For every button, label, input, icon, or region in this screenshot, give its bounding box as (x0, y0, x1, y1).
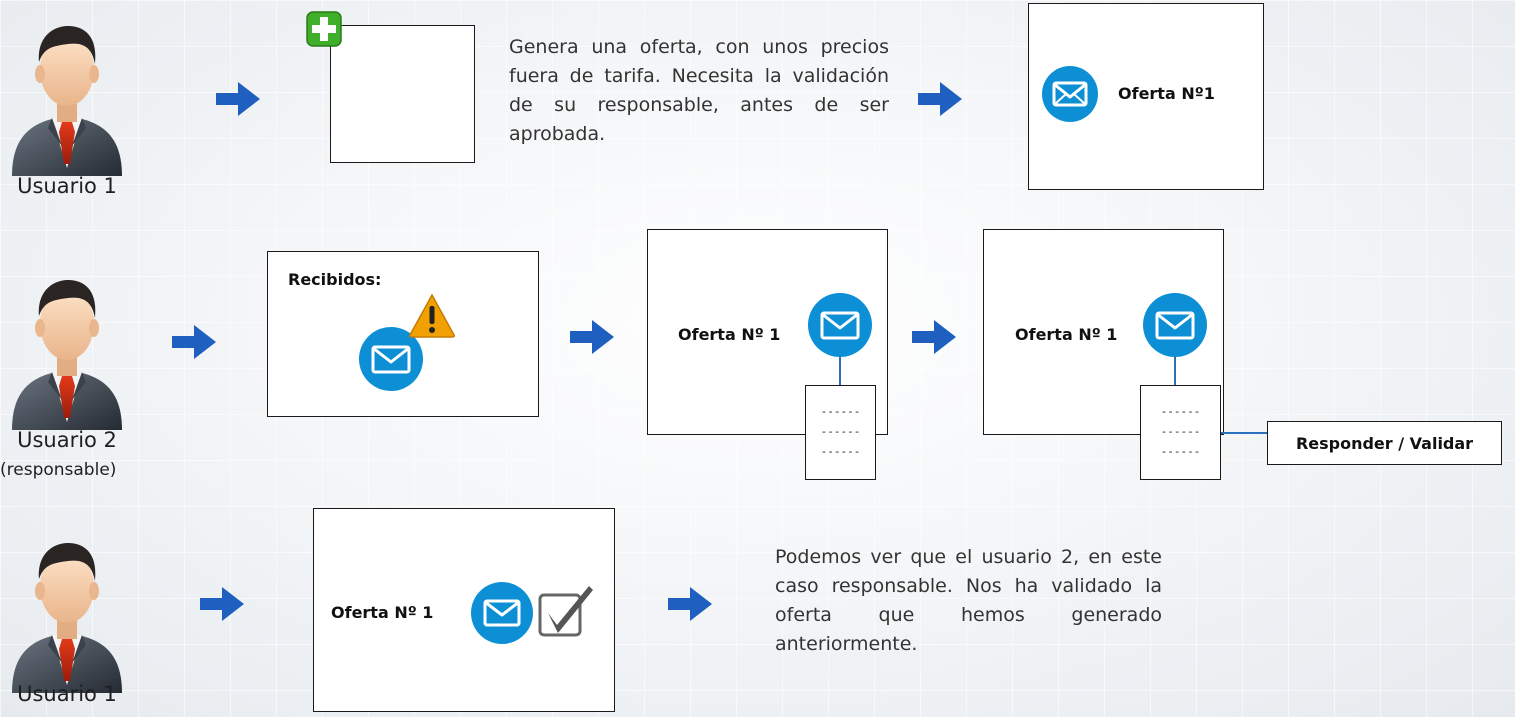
user-1-avatar (4, 18, 130, 178)
respond-validate-button[interactable]: Responder / Validar (1267, 421, 1502, 465)
connector-line (839, 357, 841, 385)
offer-validated-label: Oferta Nº 1 (331, 603, 434, 622)
user-1-label: Usuario 1 (17, 174, 117, 198)
arrow-right-icon (570, 320, 614, 354)
doc-line: ------ (1160, 445, 1201, 458)
warning-icon (409, 293, 455, 338)
person-icon (4, 18, 130, 178)
doc-line: ------ (820, 425, 861, 438)
mail-icon[interactable] (471, 582, 533, 644)
offer-sent-label: Oferta Nº1 (1118, 84, 1215, 103)
offer-received-label: Oferta Nº 1 (678, 325, 781, 344)
mail-icon[interactable] (808, 293, 872, 357)
plus-icon[interactable] (306, 11, 342, 47)
arrow-right-icon (200, 587, 244, 621)
connector-line (1221, 432, 1267, 434)
arrow-right-icon (918, 82, 962, 116)
checkbox-checked-icon (538, 586, 593, 637)
user-1-avatar (4, 535, 130, 695)
arrow-right-icon (668, 587, 712, 621)
document-icon: ------ ------ ------ (805, 385, 876, 480)
mail-icon[interactable] (359, 327, 423, 391)
doc-line: ------ (820, 445, 861, 458)
doc-line: ------ (1160, 405, 1201, 418)
arrow-right-icon (216, 82, 260, 116)
user-2-avatar (4, 272, 130, 432)
user-2-role: (responsable) (0, 460, 117, 480)
arrow-right-icon (172, 325, 216, 359)
offer-review-label: Oferta Nº 1 (1015, 325, 1118, 344)
doc-line: ------ (820, 405, 861, 418)
mail-icon (1042, 66, 1098, 122)
user-1-label: Usuario 1 (17, 682, 117, 706)
user-2-label: Usuario 2 (17, 428, 117, 452)
person-icon (4, 535, 130, 695)
document-icon: ------ ------ ------ (1140, 385, 1221, 480)
inbox-label: Recibidos: (288, 270, 382, 289)
new-offer-box[interactable] (330, 25, 475, 163)
respond-validate-label: Responder / Validar (1295, 434, 1474, 453)
arrow-right-icon (912, 320, 956, 354)
doc-line: ------ (1160, 425, 1201, 438)
mail-icon[interactable] (1143, 293, 1207, 357)
row1-description: Genera una oferta, con unos precios fuer… (509, 36, 889, 145)
row3-description: Podemos ver que el usuario 2, en este ca… (775, 546, 1162, 655)
connector-line (1174, 357, 1176, 385)
person-icon (4, 272, 130, 432)
